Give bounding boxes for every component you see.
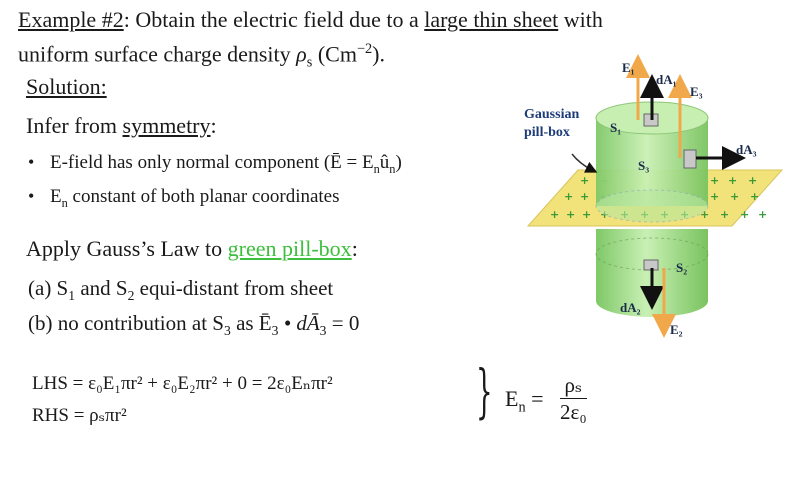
example-label: Example #2: [18, 7, 124, 32]
e3-label: E₃: [690, 84, 703, 99]
item-a: (a) S1 and S2 equi-distant from sheet: [28, 276, 333, 304]
bullet-text: constant of both planar coordinates: [67, 186, 340, 207]
svg-text:+: +: [758, 208, 767, 221]
item-sub: 3: [271, 323, 279, 339]
e2-label: E₂: [670, 322, 683, 337]
infer-word: symmetry: [122, 113, 211, 138]
e1-label: E₁: [622, 60, 635, 75]
rhs-equation: RHS = ρₛπr²: [32, 405, 127, 426]
bullet-item: • E-field has only normal component (Ē = …: [28, 152, 402, 177]
pillbox-label: pill-box: [524, 125, 570, 140]
solution-label: Solution:: [26, 74, 107, 99]
bullet-close: ): [395, 152, 402, 173]
svg-text:+: +: [740, 208, 749, 221]
svg-text:+: +: [730, 190, 739, 203]
svg-text:+: +: [566, 208, 575, 221]
svg-text:+: +: [700, 208, 709, 221]
cylinder-cut: [595, 189, 709, 223]
da3-label: dA₃: [736, 142, 757, 157]
unit-vector: û: [379, 152, 390, 173]
svg-text:+: +: [580, 174, 589, 187]
s1-label: S₁: [610, 120, 621, 135]
bullet-text: E-field has only normal component (Ē = E: [50, 152, 374, 173]
svg-text:+: +: [728, 174, 737, 187]
bullet-sub: n: [389, 161, 396, 176]
svg-text:+: +: [748, 174, 757, 187]
svg-text:+: +: [582, 208, 591, 221]
page-title: Example #2: Obtain the electric field du…: [18, 7, 603, 33]
title-underlined: large thin sheet: [424, 7, 559, 32]
item-sub: 1: [68, 288, 76, 304]
infer-prefix: Infer from: [26, 113, 123, 138]
item-text: and S: [75, 276, 128, 300]
item-sub: 3: [223, 323, 231, 339]
svg-text:+: +: [750, 190, 759, 203]
title-text: : Obtain the electric field due to a: [123, 7, 425, 32]
gauss-line: Apply Gauss’s Law to green pill-box:: [26, 236, 358, 262]
item-text: equi-distant from sheet: [134, 276, 334, 300]
da1-label: dA₁: [656, 72, 677, 87]
svg-text:+: +: [710, 190, 719, 203]
title-line2-text: uniform surface charge density: [18, 41, 297, 67]
lhs-equation: LHS = ε₀E₁πr² + ε₀E₂πr² + 0 = 2ε₀Eₙπr²: [32, 373, 333, 394]
unit-text: (Cm: [312, 41, 357, 67]
gauss-prefix: Apply Gauss’s Law to: [26, 236, 228, 261]
bullet-dot: •: [28, 186, 35, 206]
en-symbol: E: [505, 386, 519, 411]
item-text: (b) no contribution at S: [28, 311, 224, 335]
bullet-item: •En constant of both planar coordinates: [28, 186, 340, 210]
pillbox-diagram: ++++++++++++ +++++++++++ +++++ Gaussian …: [524, 54, 784, 338]
fraction-denominator: 2ε₀: [560, 400, 587, 424]
gauss-suffix: :: [351, 236, 358, 261]
da2-label: dA₂: [620, 300, 641, 315]
svg-text:+: +: [550, 208, 559, 221]
item-b: (b) no contribution at S3 as Ē3 • dĀ3 = …: [28, 311, 359, 339]
item-sub: 2: [127, 288, 135, 304]
item-sub: 3: [319, 323, 327, 339]
bullet-text: E: [50, 186, 62, 207]
svg-text:+: +: [710, 174, 719, 187]
brace: }: [476, 357, 493, 425]
bullet-sub: n: [373, 161, 380, 176]
green-pillbox-link[interactable]: green pill-box: [227, 236, 352, 261]
item-text: • dĀ: [278, 311, 320, 335]
title-tail: with: [558, 7, 603, 32]
item-text: = 0: [326, 311, 360, 335]
result-fraction: ρₛ 2ε₀: [560, 372, 587, 425]
infer-suffix: :: [210, 113, 217, 138]
svg-text:+: +: [580, 190, 589, 203]
s2-label: S₂: [676, 260, 687, 275]
bullet-dot: •: [28, 152, 35, 172]
label-pointer: [571, 153, 598, 173]
rho-symbol: ρ: [296, 41, 307, 67]
title-line-2: uniform surface charge density ρs (Cm−2)…: [18, 41, 385, 71]
en-label: En =: [505, 386, 544, 416]
svg-text:+: +: [720, 208, 729, 221]
gaussian-label: Gaussian: [524, 107, 579, 122]
s3-label: S₃: [638, 158, 649, 173]
en-sub: n: [518, 399, 526, 416]
s3-patch: [683, 149, 697, 169]
item-text: (a) S: [28, 276, 69, 300]
unit-exponent: −2: [356, 41, 373, 57]
svg-text:+: +: [564, 190, 573, 203]
fraction-numerator: ρₛ: [560, 372, 587, 399]
title-line2-end: ).: [372, 41, 385, 67]
infer-line: Infer from symmetry:: [26, 113, 217, 139]
item-text: as Ē: [230, 311, 272, 335]
